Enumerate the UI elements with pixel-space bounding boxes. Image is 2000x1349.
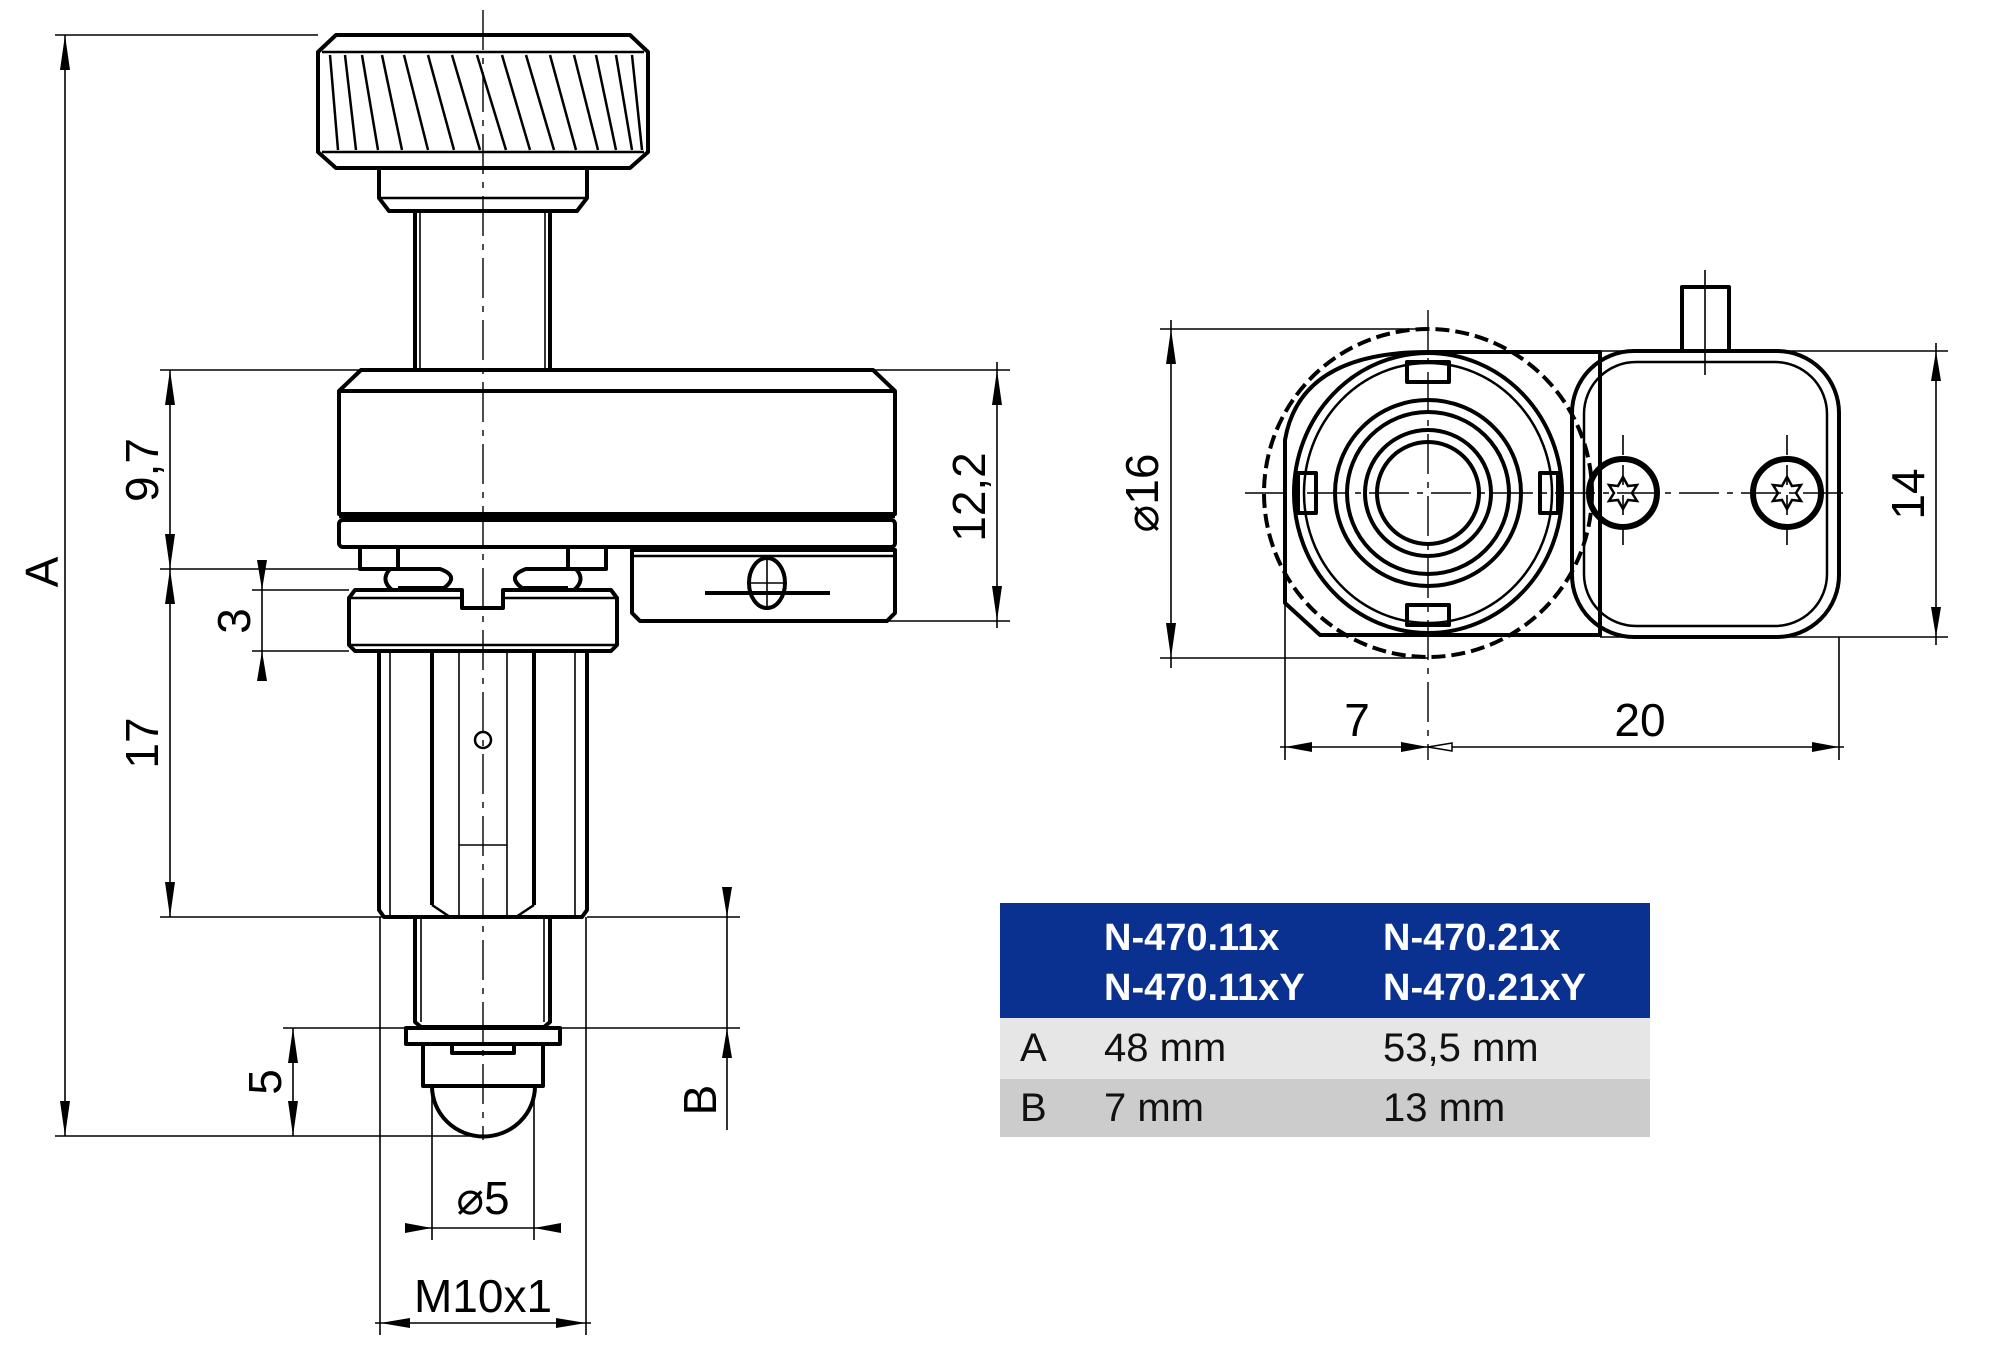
dimension-3: 3: [208, 560, 349, 681]
dim-label-17: 17: [116, 717, 168, 768]
dim-label-7: 7: [1344, 694, 1370, 746]
dimension-9-7: 9,7: [116, 369, 390, 570]
dimension-B: B: [560, 887, 740, 1130]
lock-block: [630, 548, 897, 623]
dimension-17: 17: [116, 569, 384, 918]
top-view: ⌀16 14 7 20: [1116, 270, 1948, 760]
row-label: B: [1020, 1085, 1047, 1130]
housing-block: [337, 368, 897, 549]
variant-dimension-table: N-470.11x N-470.11xY N-470.21x N-470.21x…: [1000, 903, 1650, 1137]
header-cell-empty: [1000, 903, 1104, 1018]
dimension-diameter-16: ⌀16: [1116, 320, 1428, 668]
dim-label-A: A: [16, 556, 68, 587]
header-cell-n470-21: N-470.21x N-470.21xY: [1383, 903, 1650, 1018]
ball-tip: [430, 1085, 537, 1139]
header-model-1b: N-470.11xY: [1104, 966, 1305, 1009]
dim-label-diameter-5: ⌀5: [456, 1172, 509, 1224]
dimension-M10x1: M10x1: [375, 917, 591, 1335]
header-model-1a: N-470.11x: [1104, 916, 1280, 959]
dimension-14: 14: [1600, 343, 1948, 645]
knurled-knob: [316, 33, 650, 170]
header-model-2a: N-470.21x: [1383, 916, 1561, 959]
dim-label-9-7: 9,7: [116, 438, 168, 502]
hex-body: [377, 649, 589, 919]
table-row: A 48 mm 53,5 mm: [1000, 1018, 1650, 1079]
dim-label-diameter-16: ⌀16: [1116, 454, 1168, 533]
side-view: A 9,7 17 3: [16, 10, 1010, 1335]
dim-label-12-2: 12,2: [943, 452, 995, 542]
row-label: A: [1020, 1026, 1047, 1070]
dimension-7-20: 7 20: [1280, 603, 1844, 760]
dim-label-M10x1: M10x1: [414, 1270, 552, 1322]
dimension-diameter-5: ⌀5: [405, 1086, 561, 1240]
plunger-shaft: [413, 211, 552, 370]
header-model-2b: N-470.21xY: [1383, 966, 1586, 1009]
dimension-A: A: [16, 34, 470, 1137]
dim-label-14: 14: [1882, 468, 1934, 519]
table-row: B 7 mm 13 mm: [1000, 1079, 1650, 1137]
header-cell-n470-11: N-470.11x N-470.11xY: [1104, 903, 1383, 1018]
dimension-5: 5: [239, 1027, 406, 1136]
row-value-col1: 48 mm: [1104, 1026, 1227, 1070]
dim-label-B: B: [674, 1085, 726, 1116]
dim-label-5: 5: [239, 1069, 291, 1095]
table-header-row: N-470.11x N-470.11xY N-470.21x N-470.21x…: [1000, 903, 1650, 1018]
row-value-col1: 7 mm: [1104, 1085, 1204, 1130]
row-value-col2: 53,5 mm: [1383, 1026, 1539, 1070]
dimension-12-2: 12,2: [873, 362, 1010, 628]
dim-label-20: 20: [1614, 694, 1665, 746]
dim-label-3: 3: [208, 608, 260, 634]
row-value-col2: 13 mm: [1383, 1085, 1506, 1130]
